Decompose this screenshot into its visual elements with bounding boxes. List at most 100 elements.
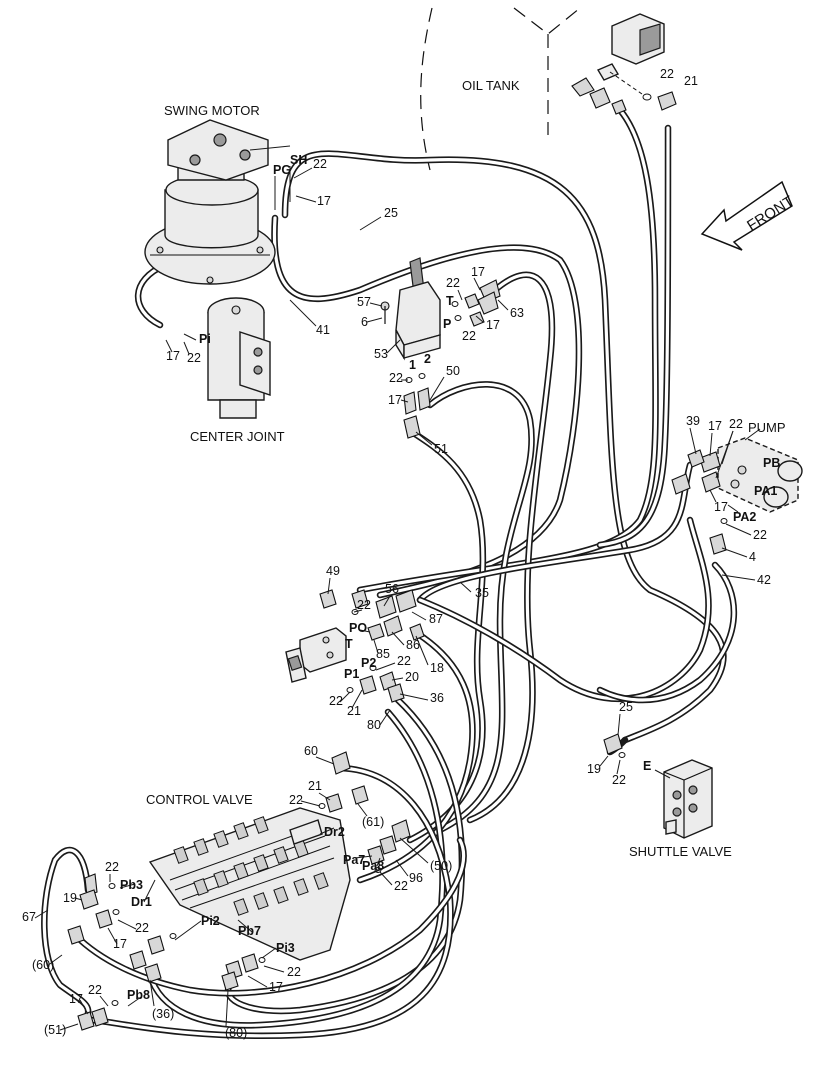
pump-title: PUMP [748,420,786,435]
callout-p51: 51 [434,442,448,456]
callout-port-1: 1 [409,358,416,372]
callout-p17-cv: 17 [113,937,127,951]
callout-p21-mv: 21 [347,704,361,718]
callout-p22-sv: 22 [612,773,626,787]
callout-port-pi: Pi [199,332,211,346]
callout-p86: 86 [406,638,420,652]
callout-p19-cv: 19 [63,891,77,905]
callout-p21-cv: 21 [308,779,322,793]
callout-p6: 6 [361,315,368,329]
callout-p35: 35 [475,586,489,600]
callout-p22-cj: 22 [187,351,201,365]
callout-p17-pv2: 17 [486,318,500,332]
callout-port-pi2: Pi2 [201,914,220,928]
callout-p17-cj: 17 [166,349,180,363]
callout-port-pb3: Pb3 [120,878,143,892]
control-valve-title: CONTROL VALVE [146,792,253,807]
callout-p39: 39 [686,414,700,428]
callout-port-pa1: PA1 [754,484,777,498]
callout-p22-cv: 22 [289,793,303,807]
callout-p22-mv2: 22 [397,654,411,668]
callout-port-2: 2 [424,352,431,366]
callout-p17-cv3: 17 [69,992,83,1006]
callout-port-p1: P1 [344,667,359,681]
swing-motor [144,119,276,285]
callout-p63: 63 [510,306,524,320]
callout-port-po: PO [349,621,367,635]
callout-port-dr1: Dr1 [131,895,152,909]
callout-p22-cv5: 22 [287,965,301,979]
callout-p22-pv2: 22 [462,329,476,343]
callout-p17-pump1: 17 [708,419,722,433]
pilot-valve [380,257,501,439]
tank-solenoid [571,13,677,115]
callout-port-pi3: Pi3 [276,941,295,955]
oil-tank [420,7,581,171]
callout-p80-cv: (80) [225,1026,247,1040]
callout-port-dr2: Dr2 [324,825,345,839]
front-arrow: FRONT [700,180,797,251]
callout-p53: 53 [374,347,388,361]
callout-p25-sv: 25 [619,700,633,714]
callout-p51-cv: (51) [44,1023,66,1037]
callout-p17-sm: 17 [317,194,331,208]
center-joint-title: CENTER JOINT [190,429,285,444]
hose-lines [41,106,738,1040]
callout-p18: 18 [430,661,444,675]
swing-motor-title: SWING MOTOR [164,103,260,118]
callout-p21-tank: 21 [684,74,698,88]
callout-port-pb7: Pb7 [238,924,261,938]
callout-p36: 36 [430,691,444,705]
shuttle-valve-title: SHUTTLE VALVE [629,844,732,859]
callout-p25-top: 25 [384,206,398,220]
callout-p50-cv: (50) [430,859,452,873]
multi-valve [285,589,425,703]
callout-p4: 4 [749,550,756,564]
callout-p22-mv3: 22 [329,694,343,708]
callout-port-pb8: Pb8 [127,988,150,1002]
oil-tank-title: OIL TANK [462,78,520,93]
callout-port-sh: SH [290,153,307,167]
callout-p22-tank: 22 [660,67,674,81]
callout-p20: 20 [405,670,419,684]
callout-p22-pvb: 22 [389,371,403,385]
callout-p22-cv2: 22 [105,860,119,874]
callout-p22-cv4: 22 [135,921,149,935]
callout-p17-cv2: 17 [269,980,283,994]
callout-port-pa2: PA2 [733,510,756,524]
callout-p22-pv1: 22 [446,276,460,290]
control-valve [67,751,411,1031]
callout-port-t-pv: T [446,294,454,308]
callout-p61-cv: (61) [362,815,384,829]
callout-p80: 80 [367,718,381,732]
callout-p41: 41 [316,323,330,337]
callout-p49: 49 [326,564,340,578]
callout-p36-cv: (36) [152,1007,174,1021]
callout-port-pa7: Pa7 [343,853,365,867]
center-joint [207,297,271,419]
callout-p19-sv: 19 [587,762,601,776]
callout-p22-mv: 22 [357,598,371,612]
callout-p60-cv: (60) [32,958,54,972]
callout-port-p-pv: P [443,317,451,331]
callout-p22-sm: 22 [313,157,327,171]
callout-p67: 67 [22,910,36,924]
callout-port-p2: P2 [361,656,376,670]
callout-p60: 60 [304,744,318,758]
callout-p17-pvb: 17 [388,393,402,407]
leader-lines [34,145,761,1031]
callout-p50: 50 [446,364,460,378]
callout-p85: 85 [376,647,390,661]
callout-p22-cv6: 22 [88,983,102,997]
callout-port-pa8: Pa8 [362,859,384,873]
pump [671,437,803,555]
callout-p57: 57 [357,295,371,309]
callout-p22-pump1: 22 [729,417,743,431]
shuttle-valve [603,733,713,839]
callout-port-t-mv: T [345,637,353,651]
callout-port-pg: PG [273,163,291,177]
component-titles: SWING MOTOR OIL TANK CENTER JOINT PUMP C… [146,78,786,859]
callout-p22-cv3: 22 [394,879,408,893]
